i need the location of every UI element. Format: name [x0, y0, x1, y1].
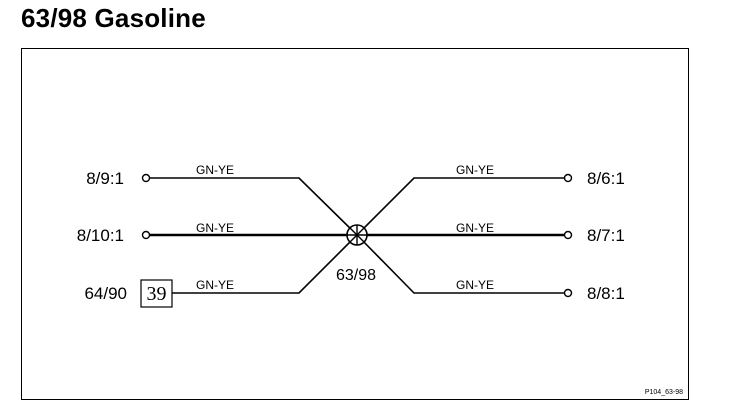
terminal-right-bottom [563, 288, 573, 298]
terminal-label-right-middle: 8/7:1 [587, 226, 625, 245]
splice-label: 63/98 [336, 267, 376, 284]
wire-right-top [356, 177, 564, 236]
connector-box-label: 39 [147, 283, 167, 305]
terminal-right-top [563, 173, 573, 183]
wire-label-right-bottom: GN-YE [456, 278, 494, 292]
terminal-label-left-top: 8/9:1 [86, 169, 124, 188]
page-title: 63/98 Gasoline [21, 3, 206, 33]
terminal-label-right-top: 8/6:1 [587, 169, 625, 188]
wire-right-bottom [356, 234, 564, 294]
connector-box: 39 [140, 279, 173, 308]
splice-node [346, 224, 368, 246]
wire-label-right-top: GN-YE [456, 163, 494, 177]
wire-label-left-top: GN-YE [196, 163, 234, 177]
wire-label-right-middle: GN-YE [456, 221, 494, 235]
reference-code: P104_63-98 [645, 389, 683, 396]
wire-label-left-middle: GN-YE [196, 221, 234, 235]
wire-left-top [149, 177, 358, 236]
terminal-label-right-bottom: 8/8:1 [587, 284, 625, 303]
terminal-label-left-bottom: 64/90 [84, 284, 127, 303]
terminal-left-top [141, 173, 151, 183]
terminal-label-left-middle: 8/10:1 [77, 226, 124, 245]
terminal-right-middle [563, 230, 573, 240]
wire-left-bottom [172, 234, 358, 294]
diagram-frame [21, 48, 689, 400]
wire-label-left-bottom: GN-YE [196, 278, 234, 292]
terminal-left-middle [141, 230, 151, 240]
